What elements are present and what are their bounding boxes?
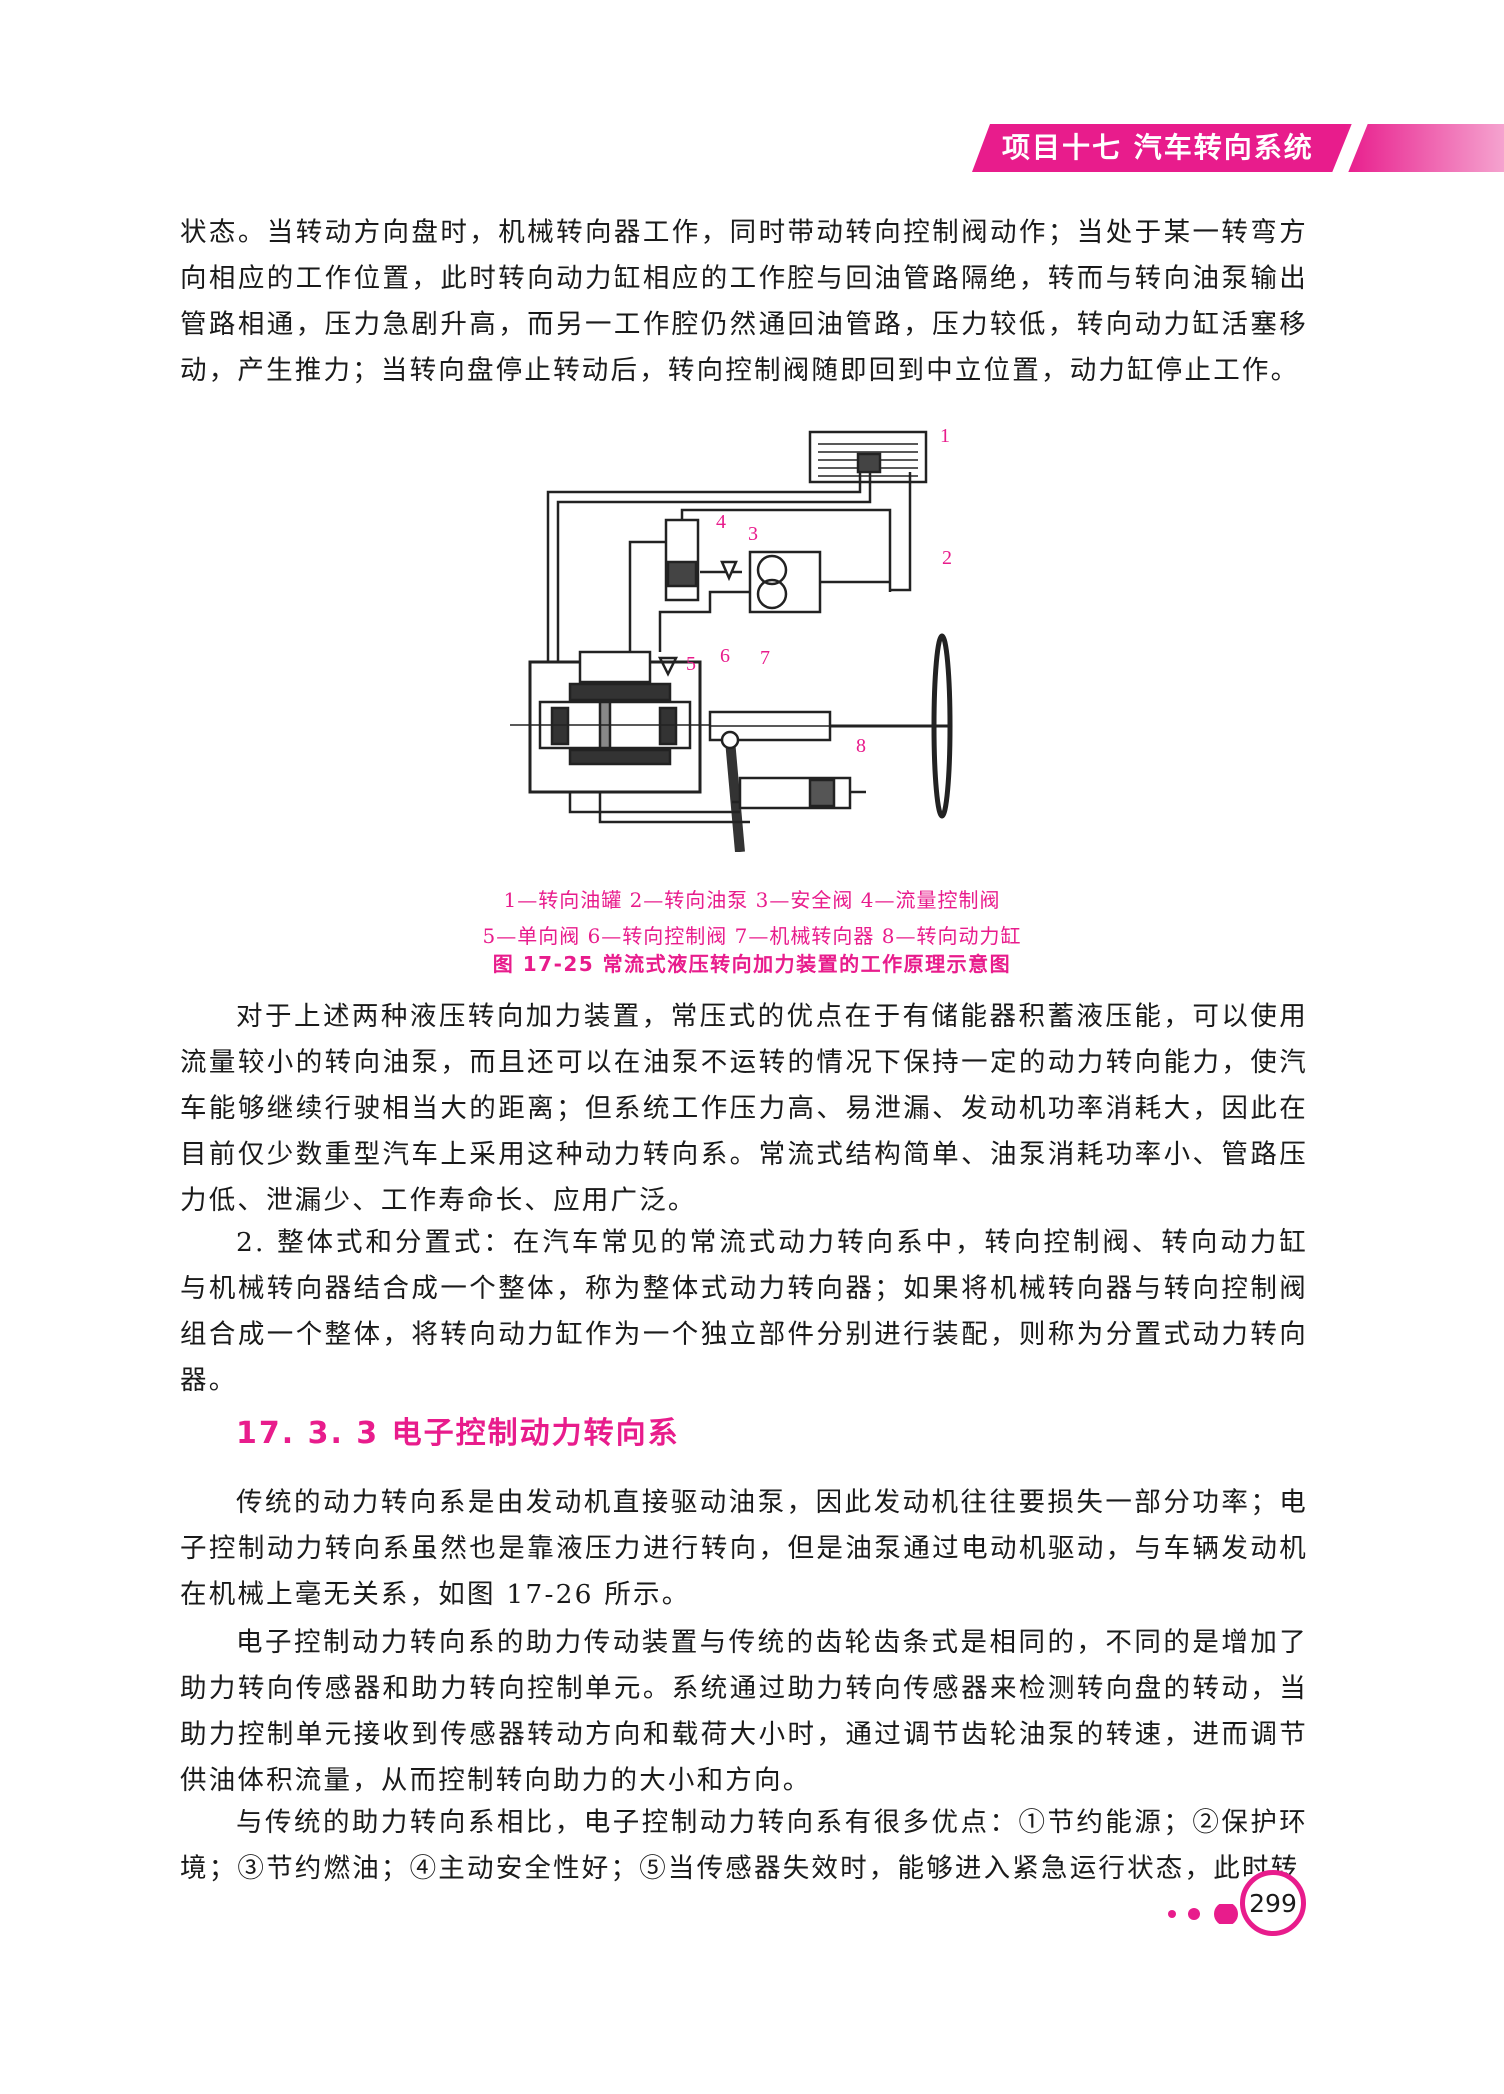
header-stripe xyxy=(1332,124,1368,172)
page-number: 299 xyxy=(1240,1870,1306,1936)
check-valve xyxy=(657,656,679,677)
reservoir-tank xyxy=(808,430,928,484)
hydraulic-steering-diagram: 1 2 3 4 5 6 7 8 xyxy=(510,425,953,852)
chapter-header-bar xyxy=(972,124,1504,172)
label-7: 7 xyxy=(760,647,770,669)
figure-legend-line-2: 5—单向阀 6—转向控制阀 7—机械转向器 8—转向动力缸 xyxy=(482,924,1022,948)
figure-title: 图 17-25 常流式液压转向加力装置的工作原理示意图 xyxy=(492,952,1012,976)
chapter-title: 项目十七 汽车转向系统 xyxy=(1002,131,1314,164)
figure-legend-line-1: 1—转向油罐 2—转向油泵 3—安全阀 4—流量控制阀 xyxy=(503,888,1001,912)
flow-control-valve xyxy=(664,518,700,602)
label-3: 3 xyxy=(748,523,758,545)
label-4: 4 xyxy=(716,511,726,533)
label-8: 8 xyxy=(856,735,866,757)
label-1: 1 xyxy=(940,425,950,447)
paragraph-5: 电子控制动力转向系的助力传动装置与传统的齿轮齿条式是相同的，不同的是增加了助力转… xyxy=(180,1627,1308,1796)
paragraph-2: 对于上述两种液压转向加力装置，常压式的优点在于有储能器积蓄液压能，可以使用流量较… xyxy=(180,1001,1308,1216)
paragraph-4: 传统的动力转向系是由发动机直接驱动油泵，因此发动机往往要损失一部分功率；电子控制… xyxy=(180,1487,1308,1610)
reservoir-filter xyxy=(856,452,882,474)
paragraph-6: 与传统的助力转向系相比，电子控制动力转向系有很多优点：①节约能源；②保护环境；③… xyxy=(180,1807,1308,1884)
section-heading: 17. 3. 3 电子控制动力转向系 xyxy=(236,1416,680,1451)
diagram-labels: 1 2 3 4 5 6 7 8 xyxy=(686,425,952,757)
label-2: 2 xyxy=(942,547,952,569)
paragraph-1: 状态。当转动方向盘时，机械转向器工作，同时带动转向控制阀动作；当处于某一转弯方向… xyxy=(180,217,1308,386)
label-5: 5 xyxy=(686,653,696,675)
steering-wheel xyxy=(931,633,953,819)
page-decor-dots xyxy=(1168,1904,1238,1924)
label-6: 6 xyxy=(720,645,730,667)
paragraph-3: 2. 整体式和分置式：在汽车常见的常流式动力转向系中，转向控制阀、转向动力缸与机… xyxy=(180,1227,1308,1396)
